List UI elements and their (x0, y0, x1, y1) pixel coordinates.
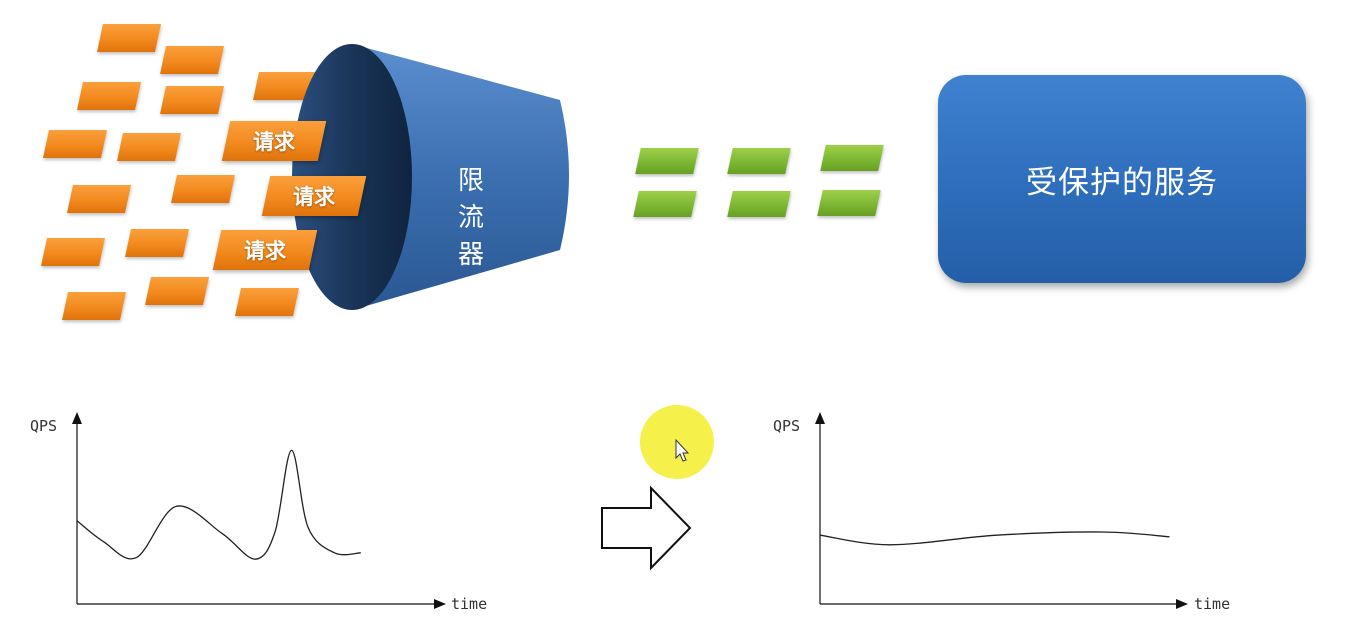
y-axis-arrow (72, 412, 82, 424)
y-axis-label: QPS (773, 417, 800, 435)
limiter-label: 限流器 (458, 166, 485, 270)
chart-before: QPS time (30, 412, 487, 613)
transform-arrow-icon (601, 485, 692, 571)
x-axis-label: time (451, 595, 487, 613)
y-axis-label: QPS (30, 417, 57, 435)
series-line (819, 531, 1170, 546)
series-line (76, 449, 361, 560)
service-label: 受保护的服务 (1026, 164, 1218, 201)
mouse-cursor-icon (675, 438, 690, 462)
x-axis-label: time (1194, 595, 1230, 613)
protected-service-box: 受保护的服务 (938, 75, 1306, 283)
chart-after: QPS time (773, 412, 1230, 613)
x-axis-arrow (434, 599, 446, 609)
x-axis-arrow (1176, 599, 1188, 609)
y-axis-arrow (815, 412, 825, 424)
